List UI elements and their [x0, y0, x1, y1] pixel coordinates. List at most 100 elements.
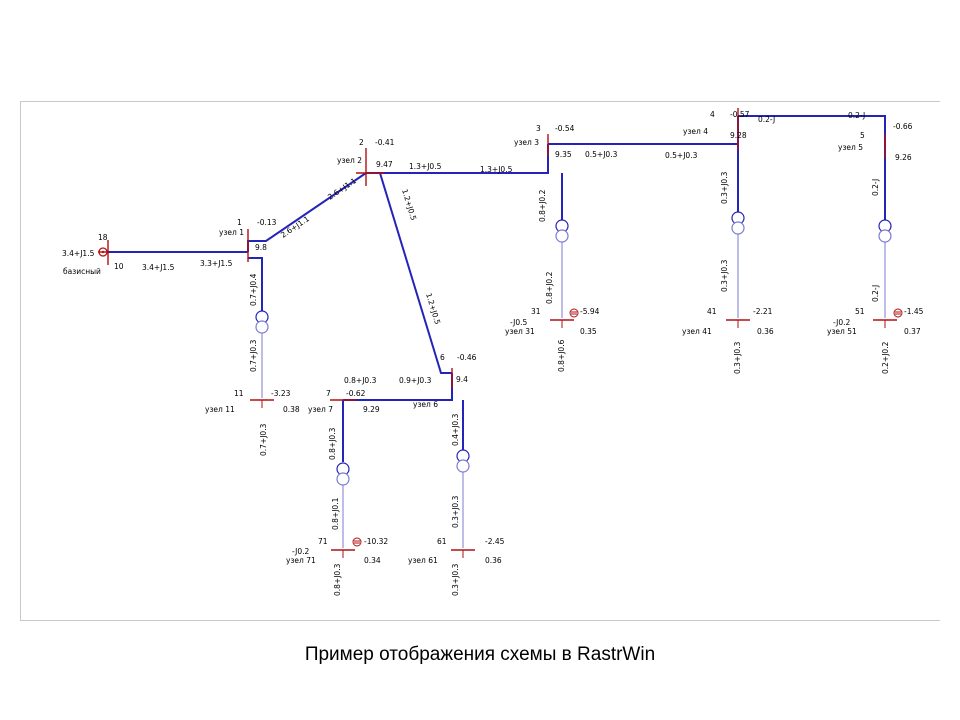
flow-6-7-start: 0.9+J0.3	[399, 376, 432, 385]
flow-t1-load: 0.7+J0.3	[259, 423, 268, 456]
flow-t7-lv: 0.8+J0.1	[331, 497, 340, 530]
flow-1-2-end: 2.6+J1.1	[326, 176, 358, 202]
line-2-6[interactable]	[379, 172, 452, 374]
flow-10-1-end: 3.3+J1.5	[200, 259, 233, 268]
node-61-voltage: 0.36	[485, 556, 502, 565]
node-31-voltage: 0.35	[580, 327, 597, 336]
node-2-number: 2	[359, 138, 364, 147]
node-31-angle: -5.94	[580, 307, 600, 316]
transformer-icon[interactable]	[878, 219, 892, 243]
node-4-name: узел 4	[683, 127, 708, 136]
shunts	[352, 308, 903, 547]
node-4-voltage: 9.28	[730, 131, 747, 140]
node-1-number: 1	[237, 218, 242, 227]
node-71-angle: -10.32	[364, 537, 388, 546]
flow-2-3-end: 1.3+J0.5	[480, 165, 513, 174]
node-41-name: узел 41	[682, 327, 712, 336]
flow-t7-hv: 0.8+J0.3	[328, 427, 337, 460]
node-7-name: узел 7	[308, 405, 333, 414]
node-2-angle: -0.41	[375, 138, 395, 147]
node-labels: 18 3.4+J1.5 базисный 10 1 -0.13 узел 1 9…	[62, 110, 924, 565]
node-6-angle: -0.46	[457, 353, 477, 362]
flow-t4-hv: 0.3+J0.3	[720, 171, 729, 204]
node-61-angle: -2.45	[485, 537, 505, 546]
line-2-3[interactable]	[366, 144, 549, 174]
flow-t1-hv: 0.7+J0.4	[249, 273, 258, 306]
node-11-name: узел 11	[205, 405, 235, 414]
node-61-name: узел 61	[408, 556, 438, 565]
node-11-voltage: 0.38	[283, 405, 300, 414]
line-3-4[interactable]	[548, 116, 739, 145]
node-1-voltage: 9.8	[255, 243, 267, 252]
transformers	[255, 211, 892, 486]
node-31-number: 31	[531, 307, 541, 316]
flow-t3-hv: 0.8+J0.2	[538, 189, 547, 222]
flow-t6-lv: 0.3+J0.3	[451, 495, 460, 528]
node-51-voltage: 0.37	[904, 327, 921, 336]
flow-t7-load: 0.8+J0.3	[333, 563, 342, 596]
flow-t3-lv: 0.8+J0.2	[545, 271, 554, 304]
node-7-number: 7	[326, 389, 331, 398]
node-5-angle: -0.66	[893, 122, 913, 131]
node-1-name: узел 1	[219, 228, 244, 237]
line-1-t1[interactable]	[248, 257, 263, 312]
node-3-voltage: 9.35	[555, 150, 572, 159]
flow-t3-load: 0.8+J0.6	[557, 339, 566, 372]
transformer-icon[interactable]	[555, 219, 569, 243]
node-5-number: 5	[860, 131, 865, 140]
network-scheme: 18 3.4+J1.5 базисный 10 1 -0.13 узел 1 9…	[62, 108, 924, 596]
flow-t6-load: 0.3+J0.3	[451, 563, 460, 596]
node-18-generation: 3.4+J1.5	[62, 249, 95, 258]
node-31-name: узел 31	[505, 327, 535, 336]
node-61-number: 61	[437, 537, 447, 546]
flow-t4-load: 0.3+J0.3	[733, 341, 742, 374]
node-3-angle: -0.54	[555, 124, 575, 133]
lv-lines	[261, 232, 886, 548]
node-10-number: 10	[114, 262, 124, 271]
node-4-angle: -0.57	[730, 110, 750, 119]
generator-icon[interactable]	[98, 247, 108, 257]
node-3-name: узел 3	[514, 138, 539, 147]
node-6-voltage: 9.4	[456, 375, 468, 384]
node-11-number: 11	[234, 389, 244, 398]
flow-3-4-end: 0.5+J0.3	[665, 151, 698, 160]
flow-2-3-start: 1.3+J0.5	[409, 162, 442, 171]
capacitor-icon[interactable]	[893, 308, 903, 318]
frame-bottom-border	[20, 620, 940, 621]
flow-3-4-start: 0.5+J0.3	[585, 150, 618, 159]
flow-t5-load: 0.2+J0.2	[881, 341, 890, 374]
node-1-angle: -0.13	[257, 218, 277, 227]
flow-10-1-start: 3.4+J1.5	[142, 263, 175, 272]
frame-left-border	[20, 101, 21, 620]
node-18-number: 18	[98, 233, 108, 242]
transformer-icon[interactable]	[731, 211, 745, 235]
flow-4-5-start: 0.2-J	[758, 115, 775, 124]
node-71-number: 71	[318, 537, 328, 546]
flow-t4-lv: 0.3+J0.3	[720, 259, 729, 292]
transformer-icon[interactable]	[456, 449, 470, 473]
flow-2-6-start: 1.2+J0.5	[400, 188, 418, 222]
bus-stubs	[261, 320, 886, 558]
node-7-voltage: 9.29	[363, 405, 380, 414]
transformer-icon[interactable]	[255, 310, 269, 334]
flow-t1-lv: 0.7+J0.3	[249, 339, 258, 372]
flow-t5-lv: 0.2-J	[871, 285, 880, 302]
flow-1-2-start: 2.6+J1.1	[279, 214, 311, 240]
node-41-number: 41	[707, 307, 717, 316]
node-71-shunt: -J0.2	[292, 547, 309, 556]
node-41-angle: -2.21	[753, 307, 773, 316]
node-51-name: узел 51	[827, 327, 857, 336]
node-6-name: узел 6	[413, 400, 438, 409]
flow-6-7-end: 0.8+J0.3	[344, 376, 377, 385]
node-2-name: узел 2	[337, 156, 362, 165]
node-4-number: 4	[710, 110, 715, 119]
transformer-icon[interactable]	[336, 462, 350, 486]
flow-labels: 3.4+J1.5 3.3+J1.5 1.3+J0.5 1.3+J0.5 0.5+…	[142, 111, 865, 385]
node-31-shunt: -J0.5	[510, 318, 527, 327]
capacitor-icon[interactable]	[352, 537, 362, 547]
node-11-angle: -3.23	[271, 389, 291, 398]
capacitor-icon[interactable]	[569, 308, 579, 318]
node-51-number: 51	[855, 307, 865, 316]
frame-top-border	[20, 101, 940, 102]
node-18-name: базисный	[63, 267, 101, 276]
